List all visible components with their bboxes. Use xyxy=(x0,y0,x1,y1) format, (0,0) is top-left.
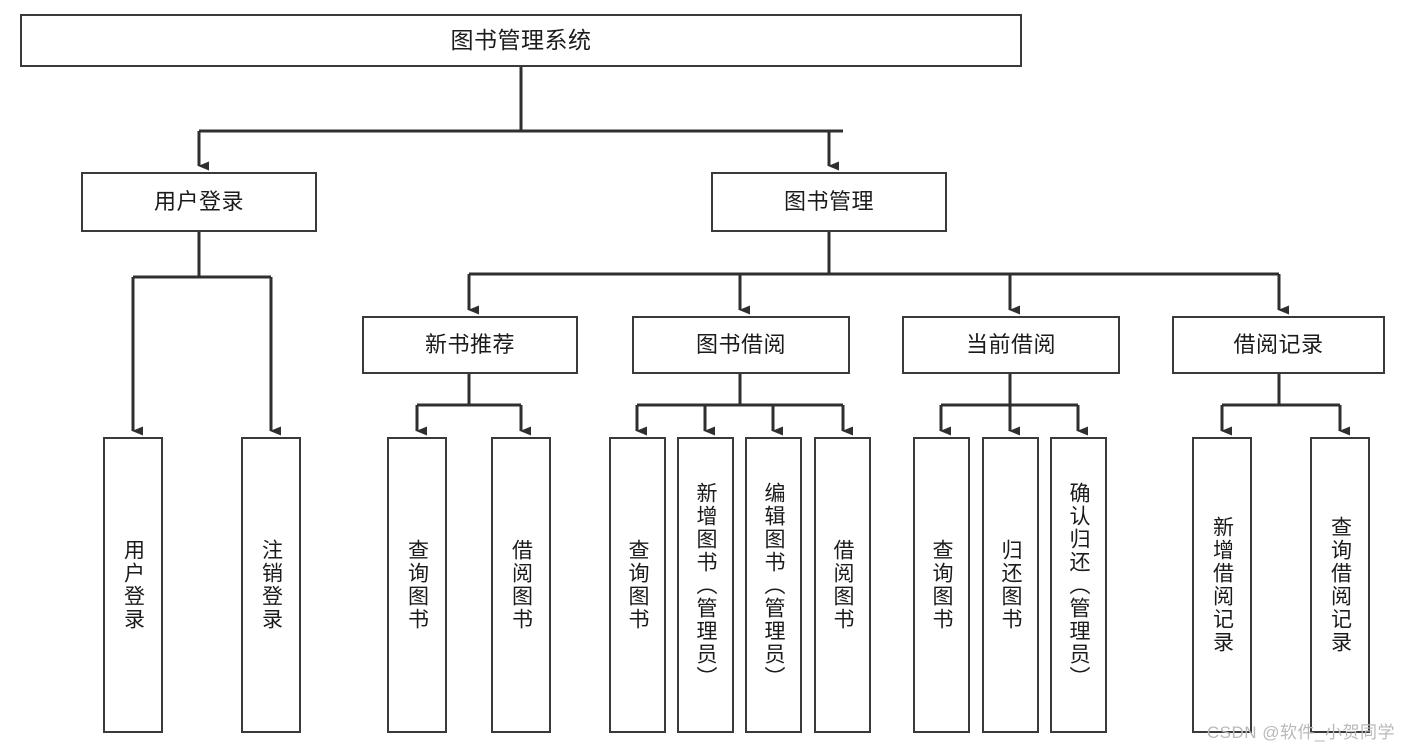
node-new-book-recommendation[interactable]: 新书推荐 xyxy=(362,316,578,374)
leaf-label: 确认归还（管理员） xyxy=(1067,481,1090,689)
leaf-label: 用户登录 xyxy=(121,539,145,631)
node-label: 图书借阅 xyxy=(695,332,786,358)
leaf-query-books-current[interactable]: 查询图书 xyxy=(913,437,970,733)
watermark-text: CSDN @软件_小贺同学 xyxy=(1206,723,1395,742)
leaf-logout[interactable]: 注销登录 xyxy=(241,437,301,733)
leaf-label: 查询图书 xyxy=(930,539,953,631)
node-book-borrowing[interactable]: 图书借阅 xyxy=(632,316,850,374)
node-label: 新书推荐 xyxy=(424,332,515,358)
leaf-edit-book-admin[interactable]: 编辑图书（管理员） xyxy=(745,437,802,733)
leaf-label: 借阅图书 xyxy=(509,539,533,631)
leaf-label: 注销登录 xyxy=(259,539,283,631)
node-root-book-management-system[interactable]: 图书管理系统 xyxy=(20,14,1022,67)
leaf-label: 新增图书（管理员） xyxy=(694,481,717,689)
node-book-management[interactable]: 图书管理 xyxy=(711,172,947,232)
leaf-label: 借阅图书 xyxy=(831,539,854,631)
leaf-return-books[interactable]: 归还图书 xyxy=(982,437,1039,733)
leaf-label: 编辑图书（管理员） xyxy=(762,481,785,689)
node-user-login[interactable]: 用户登录 xyxy=(81,172,317,232)
leaf-user-login[interactable]: 用户登录 xyxy=(103,437,163,733)
leaf-confirm-return-admin[interactable]: 确认归还（管理员） xyxy=(1050,437,1107,733)
node-label: 用户登录 xyxy=(153,189,244,215)
leaf-borrow-books-borrowing[interactable]: 借阅图书 xyxy=(814,437,871,733)
leaf-label: 查询借阅记录 xyxy=(1328,516,1352,654)
leaf-label: 查询图书 xyxy=(626,539,649,631)
leaf-label: 归还图书 xyxy=(999,539,1022,631)
leaf-query-books-borrowing[interactable]: 查询图书 xyxy=(609,437,666,733)
node-borrowing-records[interactable]: 借阅记录 xyxy=(1172,316,1385,374)
leaf-query-borrow-record[interactable]: 查询借阅记录 xyxy=(1310,437,1370,733)
leaf-add-borrow-record[interactable]: 新增借阅记录 xyxy=(1192,437,1252,733)
leaf-query-books-recommend[interactable]: 查询图书 xyxy=(387,437,447,733)
node-current-borrowing[interactable]: 当前借阅 xyxy=(902,316,1120,374)
leaf-label: 新增借阅记录 xyxy=(1210,516,1234,654)
node-label: 借阅记录 xyxy=(1233,332,1324,358)
leaf-borrow-books-recommend[interactable]: 借阅图书 xyxy=(491,437,551,733)
leaf-label: 查询图书 xyxy=(405,539,429,631)
node-label: 图书管理 xyxy=(783,189,874,215)
node-label: 当前借阅 xyxy=(965,332,1056,358)
node-label: 图书管理系统 xyxy=(450,26,592,53)
leaf-add-book-admin[interactable]: 新增图书（管理员） xyxy=(677,437,734,733)
